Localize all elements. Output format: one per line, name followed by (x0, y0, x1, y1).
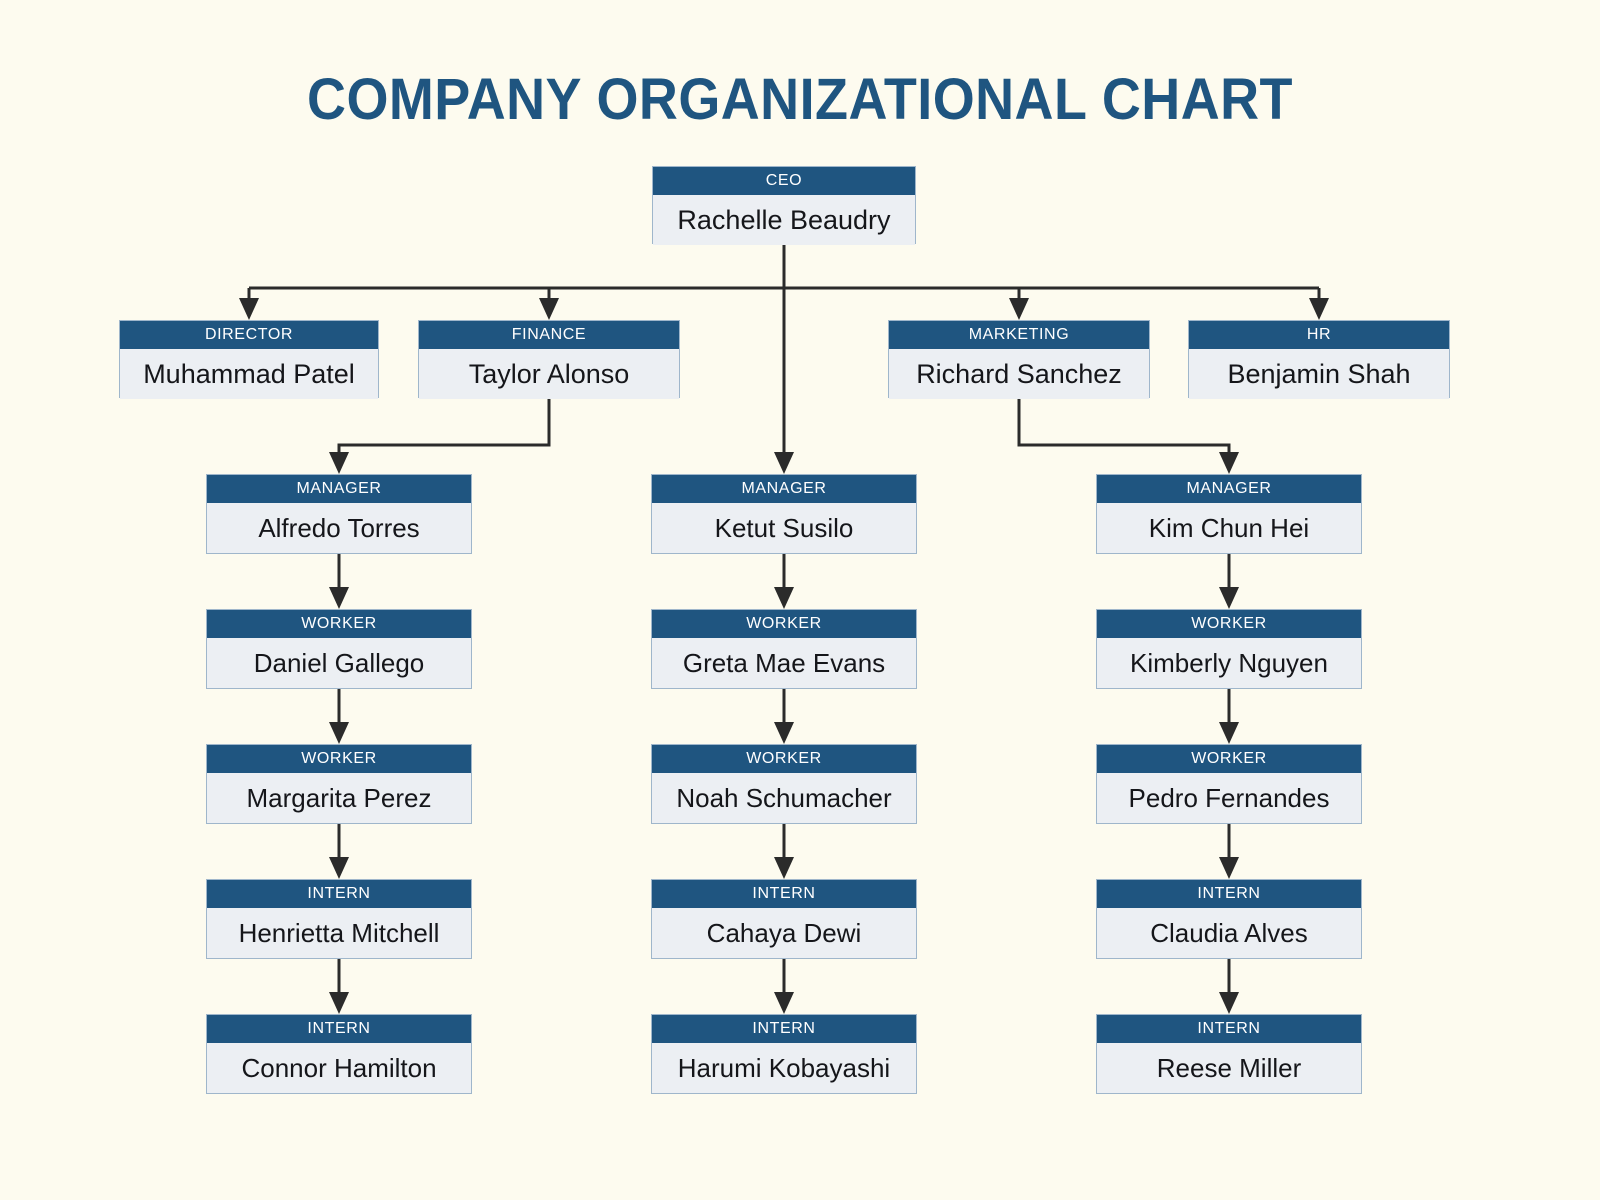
node-role-label: INTERN (1097, 880, 1361, 908)
node-person-name: Muhammad Patel (120, 349, 378, 399)
node-person-name: Greta Mae Evans (652, 638, 916, 688)
node-person-name: Taylor Alonso (419, 349, 679, 399)
node-role-label: INTERN (652, 1015, 916, 1043)
page-title: COMPANY ORGANIZATIONAL CHART (307, 67, 1293, 132)
node-person-name: Benjamin Shah (1189, 349, 1449, 399)
node-role-label: INTERN (652, 880, 916, 908)
connector (329, 398, 551, 474)
node-person-name: Noah Schumacher (652, 773, 916, 823)
node-role-label: WORKER (1097, 610, 1361, 638)
node-role-label: DIRECTOR (120, 321, 378, 349)
node-person-name: Connor Hamilton (207, 1043, 471, 1093)
node-role-label: MARKETING (889, 321, 1149, 349)
node-person-name: Reese Miller (1097, 1043, 1361, 1093)
node-role-label: WORKER (1097, 745, 1361, 773)
node-person-name: Alfredo Torres (207, 503, 471, 553)
node-role-label: MANAGER (207, 475, 471, 503)
node-role-label: WORKER (207, 745, 471, 773)
node-role-label: FINANCE (419, 321, 679, 349)
node-person-name: Kimberly Nguyen (1097, 638, 1361, 688)
node-role-label: CEO (653, 167, 915, 195)
node-person-name: Kim Chun Hei (1097, 503, 1361, 553)
node-person-name: Harumi Kobayashi (652, 1043, 916, 1093)
node-person-name: Daniel Gallego (207, 638, 471, 688)
node-person-name: Pedro Fernandes (1097, 773, 1361, 823)
node-role-label: MANAGER (652, 475, 916, 503)
node-role-label: INTERN (207, 880, 471, 908)
node-role-label: WORKER (652, 745, 916, 773)
connector (1017, 398, 1239, 474)
node-person-name: Claudia Alves (1097, 908, 1361, 958)
node-role-label: WORKER (652, 610, 916, 638)
node-role-label: MANAGER (1097, 475, 1361, 503)
node-person-name: Henrietta Mitchell (207, 908, 471, 958)
node-role-label: HR (1189, 321, 1449, 349)
node-role-label: WORKER (207, 610, 471, 638)
node-role-label: INTERN (1097, 1015, 1361, 1043)
node-person-name: Rachelle Beaudry (653, 195, 915, 245)
node-role-label: INTERN (207, 1015, 471, 1043)
node-person-name: Ketut Susilo (652, 503, 916, 553)
node-person-name: Richard Sanchez (889, 349, 1149, 399)
node-person-name: Cahaya Dewi (652, 908, 916, 958)
node-person-name: Margarita Perez (207, 773, 471, 823)
